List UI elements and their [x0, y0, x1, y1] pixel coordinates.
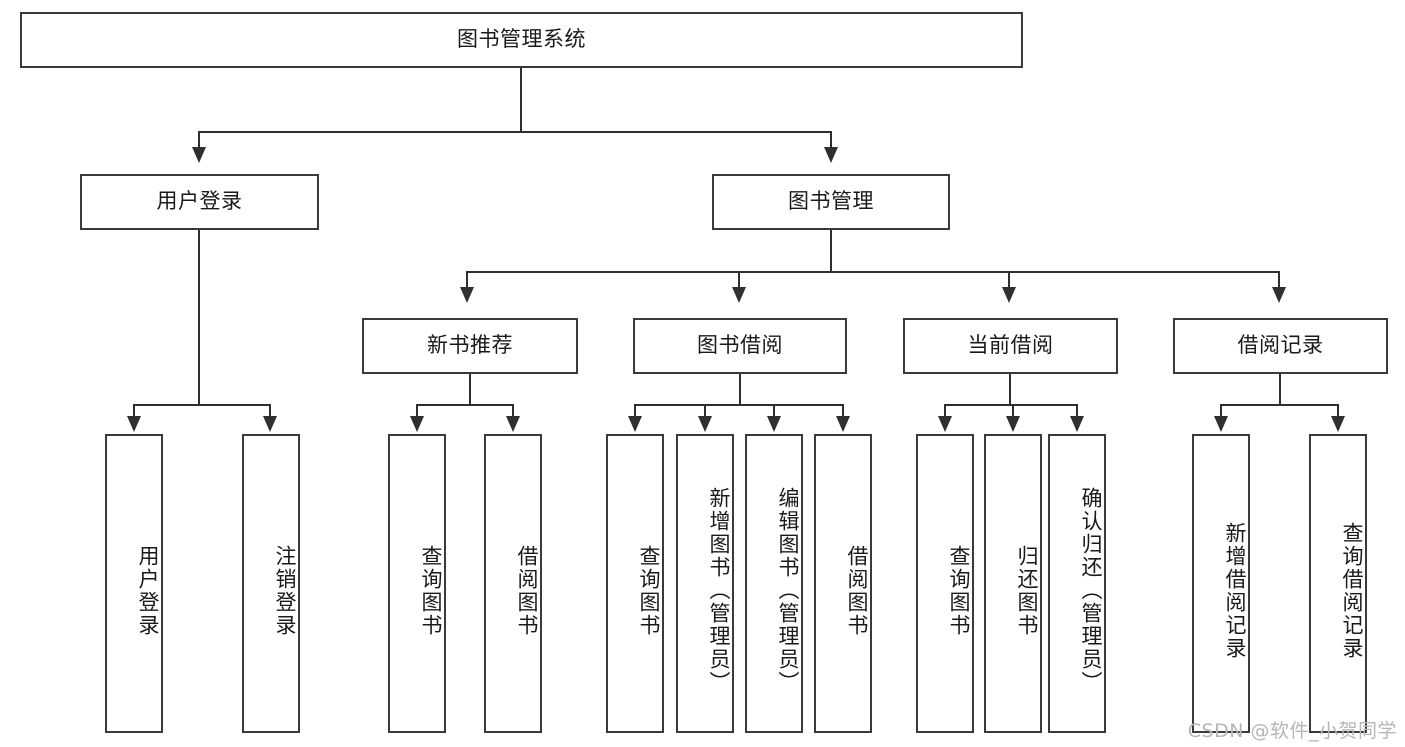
connector-borrow-record-stem: [1279, 374, 1281, 405]
node-label: 新书推荐: [427, 333, 513, 358]
node-label: 编辑图书（管理员）: [776, 487, 800, 694]
arrow-user-login-leaf-2: [263, 416, 277, 432]
node-label: 借阅图书: [845, 544, 869, 637]
leaf-book-borrow-borrow-book[interactable]: 借阅图书: [814, 434, 872, 733]
arrow-bm-to-borrow-record: [1272, 287, 1286, 303]
connector-nb-drop-1: [416, 404, 418, 420]
node-label: 查询图书: [947, 544, 971, 637]
arrow-root-to-user-login: [192, 147, 206, 163]
connector-book-borrow-stem: [739, 374, 741, 405]
arrow-br-leaf-2: [1331, 416, 1345, 432]
leaf-new-book-query-book[interactable]: 查询图书: [388, 434, 446, 733]
leaf-book-borrow-edit-book-admin[interactable]: 编辑图书（管理员）: [745, 434, 803, 733]
arrow-bb-leaf-4: [836, 416, 850, 432]
leaf-book-borrow-query-book[interactable]: 查询图书: [606, 434, 664, 733]
connector-nb-drop-2: [512, 404, 514, 420]
connector-root-to-book-management: [830, 131, 832, 149]
connector-bm-drop-3: [1008, 271, 1010, 289]
connector-bm-drop-4: [1278, 271, 1280, 289]
node-borrow-record[interactable]: 借阅记录: [1173, 318, 1388, 374]
node-book-management[interactable]: 图书管理: [712, 174, 950, 230]
node-label: 图书管理: [788, 189, 874, 214]
node-book-borrow[interactable]: 图书借阅: [633, 318, 847, 374]
leaf-borrow-record-add-record[interactable]: 新增借阅记录: [1192, 434, 1250, 733]
arrow-bm-to-book-borrow: [732, 287, 746, 303]
node-label: 借阅记录: [1237, 333, 1324, 358]
connector-bb-drop-3: [773, 404, 775, 420]
arrow-cb-leaf-3: [1070, 416, 1084, 432]
node-label: 确认归还（管理员）: [1079, 487, 1103, 694]
connector-cb-drop-3: [1076, 404, 1078, 420]
connector-cb-drop-1: [944, 404, 946, 420]
arrow-user-login-leaf-1: [127, 416, 141, 432]
connector-new-book-stem: [469, 374, 471, 405]
connector-br-drop-2: [1337, 404, 1339, 420]
node-label: 查询图书: [419, 544, 443, 637]
node-current-borrow[interactable]: 当前借阅: [903, 318, 1118, 374]
connector-book-borrow-bus: [634, 404, 844, 406]
node-label: 新增借阅记录: [1223, 521, 1247, 660]
leaf-current-borrow-confirm-return-admin[interactable]: 确认归还（管理员）: [1048, 434, 1106, 733]
arrow-nb-leaf-1: [410, 416, 424, 432]
arrow-bm-to-current-borrow: [1002, 287, 1016, 303]
node-root-book-management-system[interactable]: 图书管理系统: [20, 12, 1023, 68]
arrow-br-leaf-1: [1214, 416, 1228, 432]
connector-cb-drop-2: [1012, 404, 1014, 420]
node-label: 用户登录: [156, 189, 243, 214]
node-label: 新增图书（管理员）: [707, 487, 731, 694]
arrow-root-to-book-management: [824, 147, 838, 163]
node-label: 当前借阅: [967, 333, 1054, 358]
node-label: 注销登录: [273, 544, 297, 637]
node-label: 查询图书: [637, 544, 661, 637]
node-label: 用户登录: [136, 544, 160, 637]
arrow-cb-leaf-1: [938, 416, 952, 432]
connector-root-to-user-login: [198, 131, 200, 149]
connector-bb-drop-1: [634, 404, 636, 420]
connector-current-borrow-stem: [1009, 374, 1011, 405]
connector-br-drop-1: [1220, 404, 1222, 420]
arrow-bb-leaf-2: [698, 416, 712, 432]
leaf-borrow-record-query-record[interactable]: 查询借阅记录: [1309, 434, 1367, 733]
connector-user-login-drop-1: [133, 404, 135, 420]
node-new-book-recommend[interactable]: 新书推荐: [362, 318, 578, 374]
connector-current-borrow-bus: [944, 404, 1078, 406]
connector-bb-drop-2: [704, 404, 706, 420]
node-label: 图书借阅: [697, 333, 783, 358]
connector-user-login-drop-2: [269, 404, 271, 420]
leaf-user-login-login[interactable]: 用户登录: [105, 434, 163, 733]
node-label: 查询借阅记录: [1340, 521, 1364, 660]
connector-borrow-record-bus: [1220, 404, 1339, 406]
connector-root-bus: [198, 131, 832, 133]
connector-bm-drop-1: [466, 271, 468, 289]
connector-book-management-bus: [466, 271, 1280, 273]
arrow-bb-leaf-1: [628, 416, 642, 432]
connector-bm-drop-2: [738, 271, 740, 289]
connector-bb-drop-4: [842, 404, 844, 420]
leaf-current-borrow-return-book[interactable]: 归还图书: [984, 434, 1042, 733]
leaf-current-borrow-query-book[interactable]: 查询图书: [916, 434, 974, 733]
arrow-nb-leaf-2: [506, 416, 520, 432]
leaf-user-login-logout[interactable]: 注销登录: [242, 434, 300, 733]
leaf-book-borrow-add-book-admin[interactable]: 新增图书（管理员）: [676, 434, 734, 733]
connector-book-management-stem: [830, 230, 832, 272]
connector-user-login-stem: [198, 230, 200, 405]
arrow-bm-to-new-book-recommend: [460, 287, 474, 303]
connector-new-book-bus: [416, 404, 514, 406]
node-label: 借阅图书: [515, 544, 539, 637]
leaf-new-book-borrow-book[interactable]: 借阅图书: [484, 434, 542, 733]
arrow-cb-leaf-2: [1006, 416, 1020, 432]
connector-user-login-bus: [133, 404, 269, 406]
node-label: 图书管理系统: [457, 27, 586, 52]
node-label: 归还图书: [1015, 544, 1039, 637]
connector-root-stem: [520, 68, 522, 132]
node-user-login[interactable]: 用户登录: [80, 174, 319, 230]
arrow-bb-leaf-3: [767, 416, 781, 432]
